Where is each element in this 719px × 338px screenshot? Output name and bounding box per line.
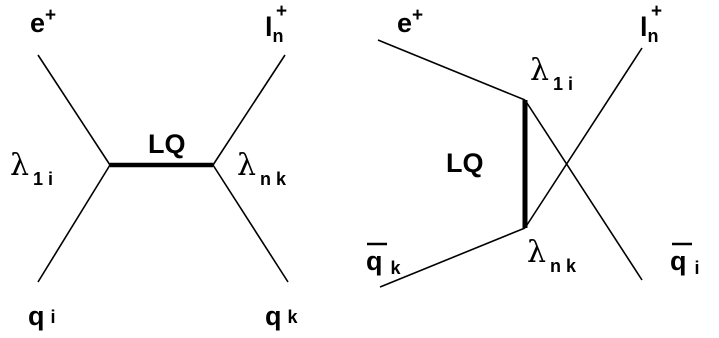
right-label-l-n-plus: ln	[640, 12, 659, 46]
left-label-l-n-sup: +	[276, 1, 287, 22]
right-line-l-n	[524, 47, 643, 229]
left-line-l-n	[212, 54, 286, 166]
right-line-e-plus	[377, 39, 526, 101]
right-line-q-i	[524, 99, 643, 281]
left-label-l-n-plus: ln	[265, 12, 284, 46]
left-line-e-plus	[37, 54, 111, 166]
right-label-e-plus: e+	[397, 5, 423, 38]
right-label-l-n-sup: +	[651, 1, 662, 22]
right-label-lq: LQ	[446, 148, 484, 178]
right-line-q-k	[379, 227, 526, 288]
left-line-q-i	[37, 164, 111, 283]
left-label-lq: LQ	[148, 129, 186, 159]
left-label-e-plus: e+	[30, 5, 56, 38]
left-line-q-k	[212, 164, 289, 283]
